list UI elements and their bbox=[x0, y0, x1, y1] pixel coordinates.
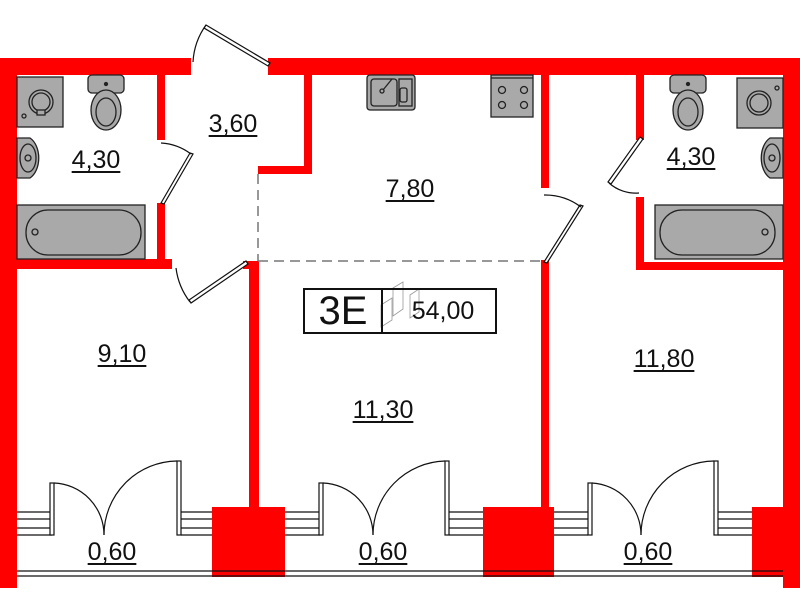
pillar-2 bbox=[483, 507, 554, 577]
room-area-bathroom-left: 4,30 bbox=[71, 146, 121, 174]
fixtures bbox=[16, 74, 784, 328]
wall-bath-left-lower bbox=[157, 203, 165, 265]
room-area-bathroom-right: 4,30 bbox=[666, 143, 716, 171]
wall-kitchen-right bbox=[541, 75, 549, 188]
bathtub-icon bbox=[16, 204, 146, 260]
wall-left-bottom bbox=[0, 440, 17, 577]
wall-bath-left-upper bbox=[157, 75, 165, 140]
sink-icon bbox=[16, 137, 40, 179]
wall-bath-right-lower bbox=[636, 197, 644, 269]
room-area-balcony-center: 0,60 bbox=[358, 538, 408, 566]
washing-machine-icon bbox=[16, 76, 64, 128]
balcony-right-door[interactable] bbox=[554, 460, 752, 536]
doors bbox=[160, 24, 644, 304]
balcony-center-door[interactable] bbox=[285, 460, 483, 536]
wall-bath-right-bottom bbox=[636, 262, 783, 270]
toilet-right-icon bbox=[669, 74, 707, 131]
pillar-1 bbox=[212, 507, 285, 577]
wall-living-right bbox=[541, 260, 549, 510]
wall-bath-right-upper bbox=[636, 75, 644, 140]
washing-machine-right-icon bbox=[736, 77, 784, 129]
room-area-hallway: 3,60 bbox=[208, 110, 258, 138]
kitchen-sink-icon bbox=[366, 74, 416, 111]
room-area-balcony-left: 0,60 bbox=[87, 538, 137, 566]
wall-top-left bbox=[0, 58, 191, 75]
bathtub-right-icon bbox=[654, 204, 784, 260]
room-area-balcony-right: 0,60 bbox=[623, 538, 673, 566]
room-area-kitchen: 7,80 bbox=[385, 175, 435, 203]
balcony-doors bbox=[17, 460, 783, 577]
pillar-3 bbox=[752, 507, 800, 577]
wall-top-right bbox=[268, 58, 800, 75]
entrance-door[interactable] bbox=[192, 24, 271, 67]
wall-stub-hall-bottom bbox=[243, 261, 259, 269]
apartment-type: 3E bbox=[305, 289, 383, 333]
bedroom-left-door[interactable] bbox=[175, 260, 249, 304]
apartment-total-area: 54,00 bbox=[411, 296, 475, 325]
zone-lines bbox=[257, 174, 541, 262]
stove-icon bbox=[490, 74, 534, 118]
apartment-badge: 3E 54,00 bbox=[303, 288, 497, 334]
wall-right-outer bbox=[783, 58, 800, 588]
bathroom-left-door[interactable] bbox=[160, 142, 194, 205]
bathroom-right-door[interactable] bbox=[607, 136, 644, 194]
walls bbox=[0, 58, 800, 588]
toilet-icon bbox=[87, 74, 125, 131]
wall-hall-kitchen-horiz bbox=[258, 166, 312, 174]
sink-right-icon bbox=[760, 137, 784, 179]
room-area-living-room: 11,30 bbox=[352, 396, 414, 424]
wall-bedroom-left-right bbox=[249, 261, 259, 511]
bedroom-right-door[interactable] bbox=[543, 194, 584, 264]
room-area-bedroom-right: 11,80 bbox=[633, 345, 695, 373]
wall-hall-kitchen-vert bbox=[304, 75, 312, 171]
balcony-left-door[interactable] bbox=[17, 460, 212, 536]
room-area-bedroom-left: 9,10 bbox=[97, 340, 147, 368]
wall-bath-left-bottom bbox=[17, 259, 172, 269]
